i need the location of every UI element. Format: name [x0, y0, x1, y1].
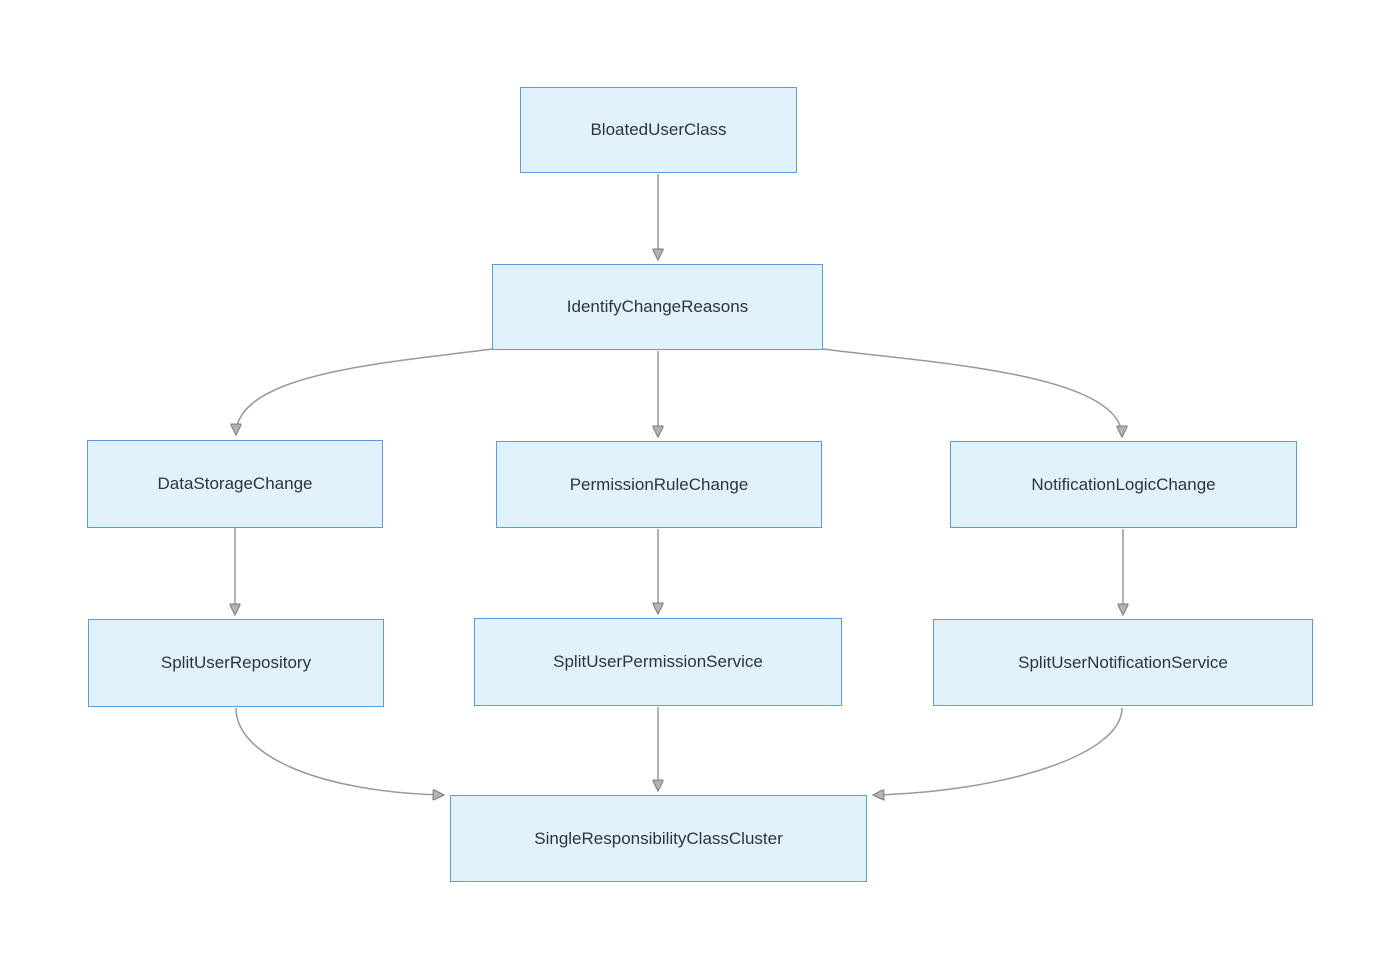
node-split-user-repository: SplitUserRepository: [88, 619, 384, 707]
node-split-user-permission-service: SplitUserPermissionService: [474, 618, 842, 706]
edge-splitusernotificationservice-singleresponsibilityclasscluster: [874, 707, 1123, 795]
node-identify-change-reasons: IdentifyChangeReasons: [492, 264, 823, 350]
node-permission-rule-change: PermissionRuleChange: [496, 441, 822, 528]
node-single-responsibility-class-cluster: SingleResponsibilityClassCluster: [450, 795, 867, 882]
node-bloated-user-class: BloatedUserClass: [520, 87, 797, 173]
node-data-storage-change: DataStorageChange: [87, 440, 383, 528]
node-split-user-notification-service: SplitUserNotificationService: [933, 619, 1313, 706]
edge-splituserrepository-singleresponsibilityclasscluster: [235, 707, 443, 795]
edge-identifychangereasons-datastoragechange: [236, 348, 493, 434]
edge-identifychangereasons-notificationlogicchange: [822, 348, 1122, 436]
node-notification-logic-change: NotificationLogicChange: [950, 441, 1297, 528]
